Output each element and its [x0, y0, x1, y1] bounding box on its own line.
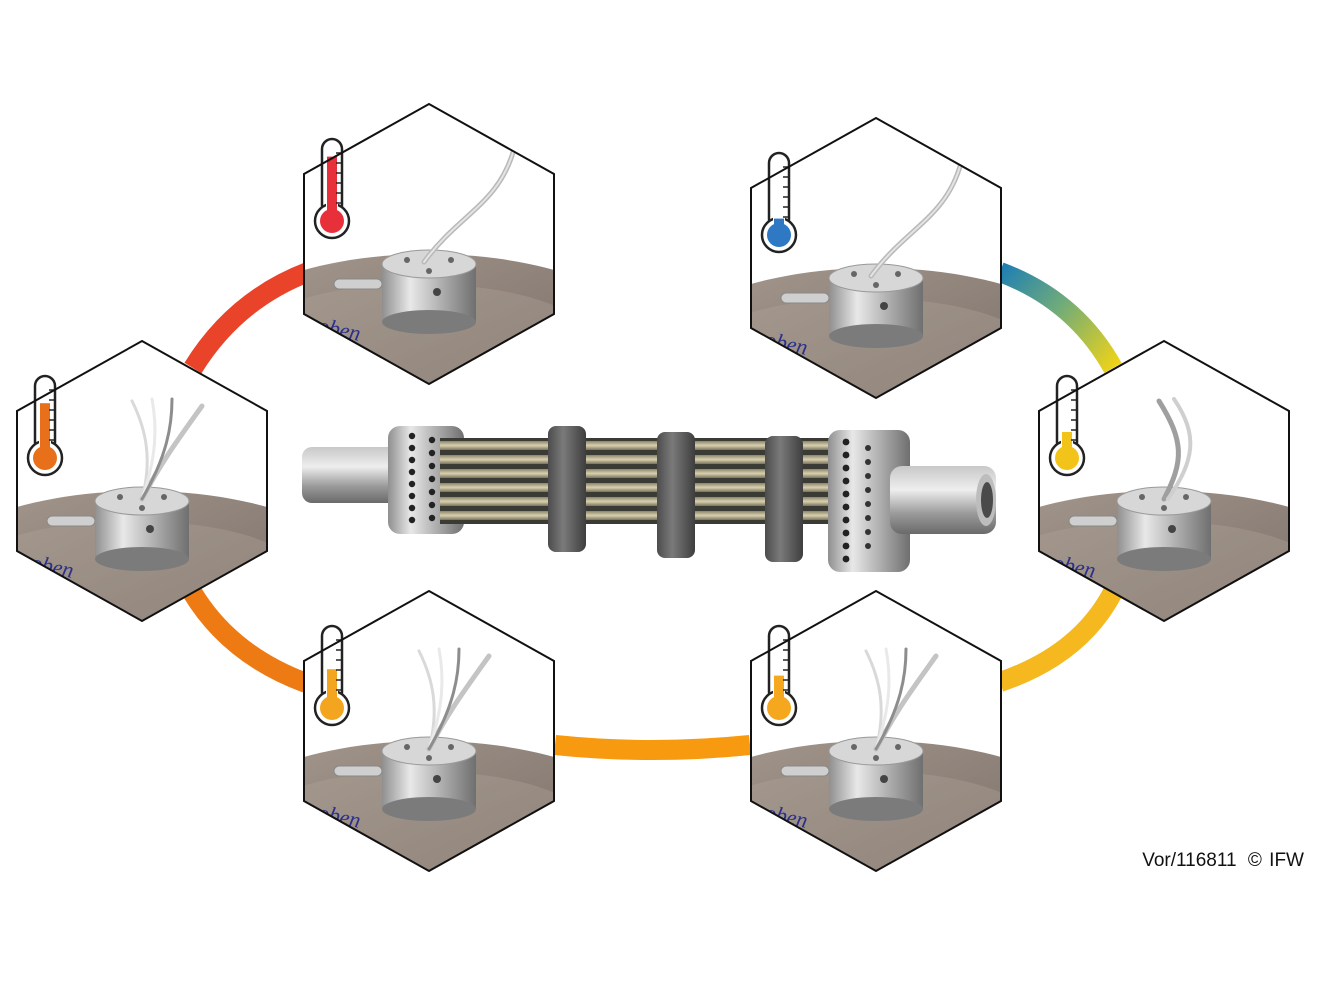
base-plate	[17, 491, 267, 621]
credit-copyright-symbol: ©	[1248, 850, 1262, 871]
shaft-band-2	[657, 432, 695, 558]
sensor-pin	[333, 278, 383, 290]
sensor-hexagon-top-right: oben	[750, 116, 1002, 400]
sensor-wires	[1156, 397, 1193, 502]
thermometer-icon	[26, 374, 64, 477]
sensor-wires	[421, 146, 517, 265]
sensor-hexagon-top-left: oben	[303, 102, 555, 386]
ring-arc-right-upper	[996, 262, 1122, 373]
sensor-top	[381, 249, 477, 279]
shaft-left-flange-holes	[408, 432, 436, 524]
sensor-wires	[130, 397, 205, 502]
ring-arc-right-lower	[996, 587, 1122, 692]
spindle-shaft	[302, 426, 996, 572]
sensor-pin	[780, 292, 830, 304]
ring-arc-top-left	[184, 262, 312, 374]
hexagon-border	[16, 339, 268, 623]
sensor-hexagon-mid-left: oben	[16, 339, 268, 623]
thermometer-level	[774, 675, 784, 706]
sensor-hexagon-bottom-right: oben	[750, 589, 1002, 873]
thermometer-level	[327, 156, 337, 219]
hexagon-border	[750, 589, 1002, 873]
base-plate	[304, 254, 554, 384]
color-ring	[183, 262, 1122, 760]
shaft-left-stub	[302, 447, 412, 503]
shaft-right-flange	[828, 430, 910, 572]
hexagon-border	[303, 102, 555, 386]
thermometer-icon	[313, 137, 351, 240]
credit-org: IFW	[1269, 850, 1304, 871]
shaft-right-stub	[890, 466, 996, 534]
thermometer-level	[40, 403, 50, 456]
shaft-band-3	[765, 436, 803, 562]
sensor-pin	[46, 515, 96, 527]
shaft-right-flange-holes	[842, 438, 871, 563]
base-plate	[751, 268, 1001, 398]
sensor-hexagon-mid-right: oben	[1038, 339, 1290, 623]
sensor-wires	[868, 160, 964, 279]
thermometer-icon	[760, 624, 798, 727]
base-plate	[1039, 491, 1289, 621]
ring-arc-bottom	[553, 735, 752, 760]
sensor-photo: oben	[17, 397, 267, 621]
sensor-wires	[864, 647, 939, 752]
hexagon-border	[750, 116, 1002, 400]
thermometer-icon	[313, 624, 351, 727]
thermometer-icon	[1048, 374, 1086, 477]
hexagon-border	[1038, 339, 1290, 623]
hexagon-border	[303, 589, 555, 873]
ring-arc-left-lower	[183, 586, 310, 693]
sensor-wires	[417, 647, 492, 752]
sensor-hexagon-bottom-left: oben	[303, 589, 555, 873]
sensor-pin	[1068, 515, 1118, 527]
thermometer-level	[1062, 432, 1072, 456]
shaft-band-1	[548, 426, 586, 552]
thermometer-icon	[760, 151, 798, 254]
sensor-top	[828, 263, 924, 293]
credit-ref: Vor/116811	[1142, 850, 1236, 871]
shaft-bore	[981, 482, 993, 518]
sensor-pin	[780, 765, 830, 777]
copyright-credit: Vor/116811 © IFW	[1142, 850, 1304, 871]
base-plate	[751, 741, 1001, 871]
sensor-pin	[333, 765, 383, 777]
base-plate	[304, 741, 554, 871]
thermometer-level	[327, 669, 337, 706]
